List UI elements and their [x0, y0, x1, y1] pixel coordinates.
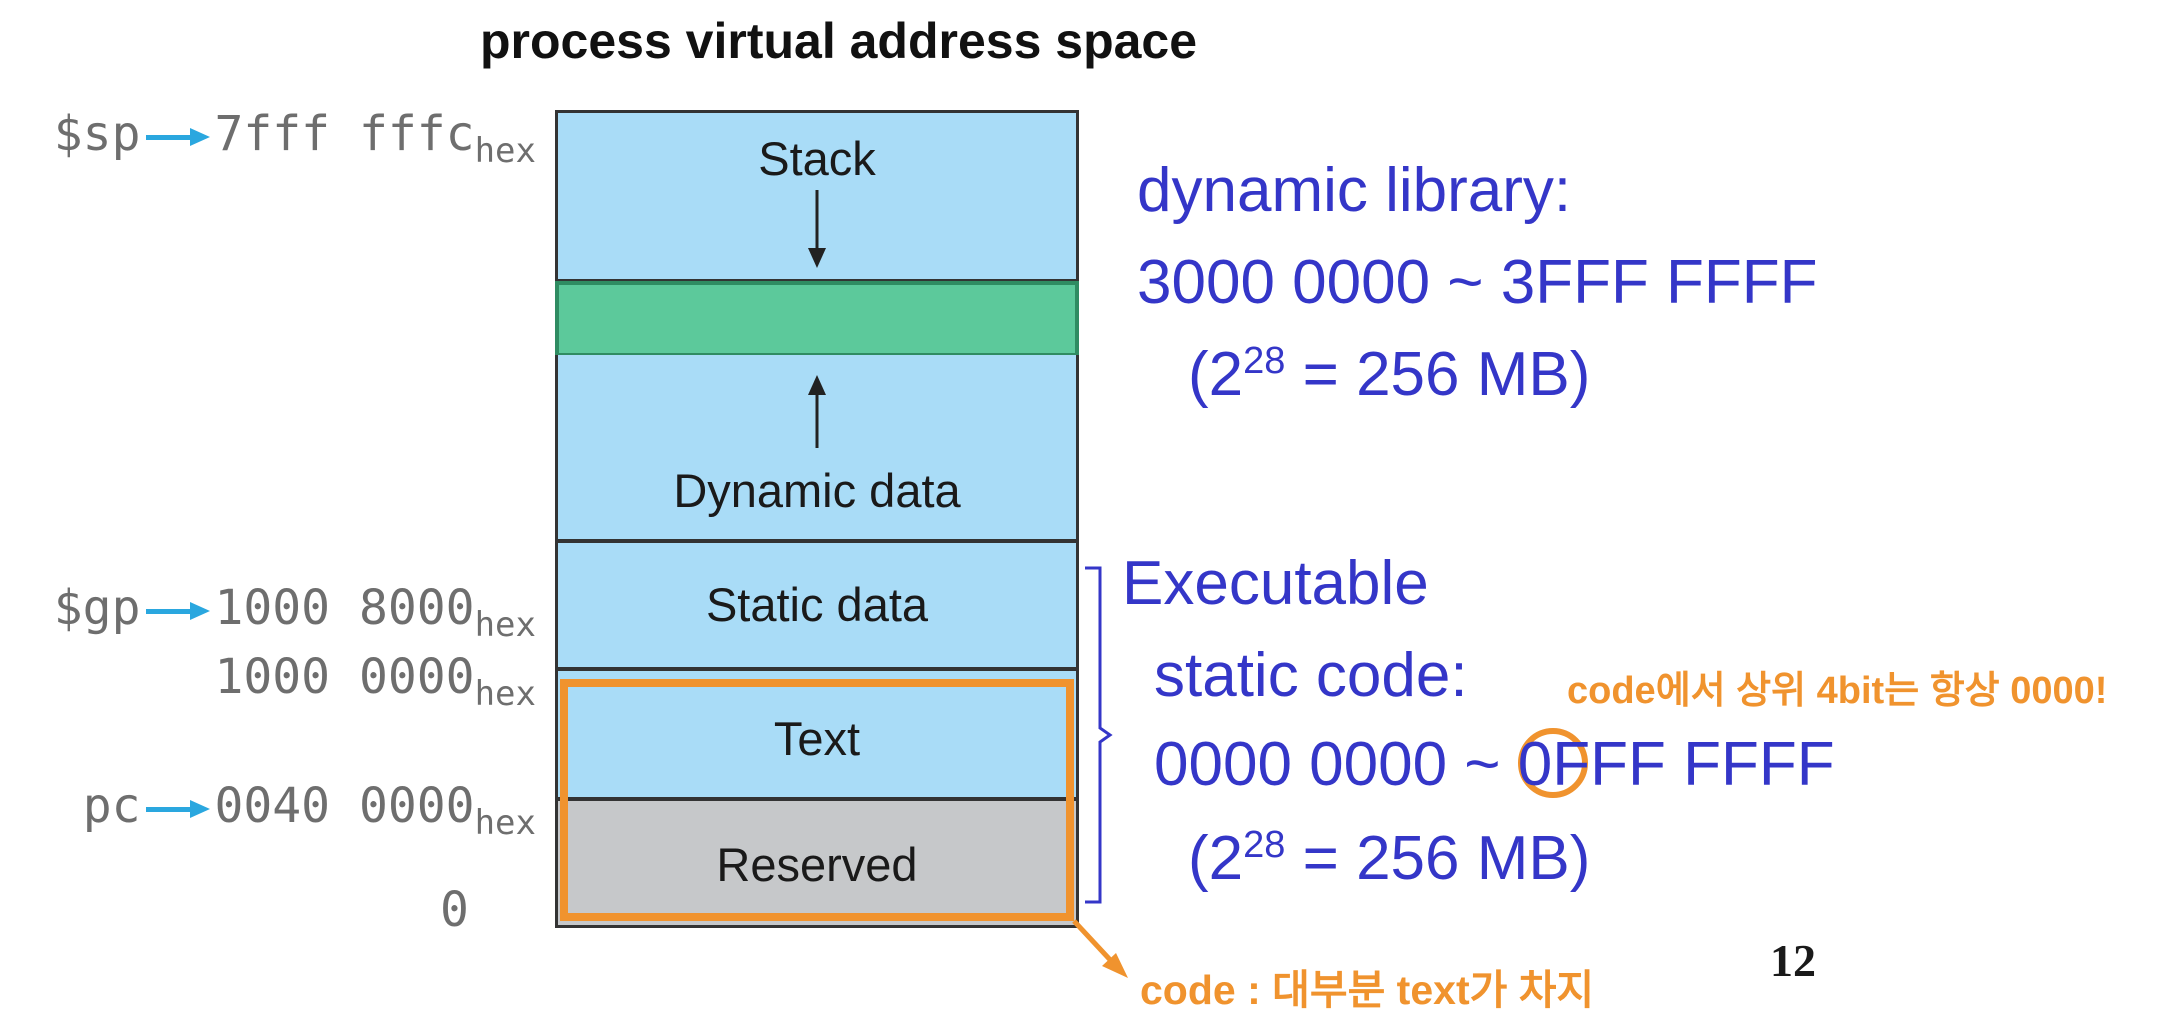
static-code-size-rest: = 256 MB) [1285, 824, 1591, 893]
sp-arrow-icon [146, 127, 211, 147]
static-start-address: 1000 0000hex [214, 653, 536, 711]
dynamic-library-size-base: (2 [1188, 340, 1244, 409]
dynamic-library-size-rest: = 256 MB) [1285, 340, 1591, 409]
static-code-size-exponent: 28 [1243, 824, 1286, 866]
sp-register-label: $sp [53, 106, 141, 162]
static-code-size-base: (2 [1188, 824, 1244, 893]
static-data-label: Static data [705, 578, 929, 631]
pc-address-suffix: hex [474, 803, 536, 843]
dynamic-library-size: (228 = 256 MB) [1188, 342, 1590, 406]
executable-brace [1085, 566, 1113, 904]
static-data-segment: Static data [555, 540, 1079, 670]
text-label: Text [773, 712, 861, 765]
stack-label: Stack [758, 132, 876, 185]
pc-arrow-icon [146, 799, 211, 819]
pc-register-label: pc [82, 778, 141, 834]
static-code-heading: static code: [1154, 641, 1468, 710]
free-gap-segment [555, 281, 1079, 357]
zero-address: 0 [440, 886, 469, 934]
reserved-label: Reserved [716, 838, 918, 891]
gp-address-value: 1000 8000 [214, 580, 475, 636]
diagram-title: process virtual address space [480, 13, 1198, 69]
gp-address-suffix: hex [474, 605, 536, 645]
static-code-range-circled-digit: 0 [1517, 730, 1553, 799]
static-start-address-value: 1000 0000 [214, 649, 475, 705]
code-callout-arrow [1072, 919, 1128, 978]
gp-arrow-icon [146, 601, 211, 621]
static-code-size: (228 = 256 MB) [1188, 826, 1590, 890]
dynamic-library-range: 3000 0000 ~ 3FFF FFFF [1137, 248, 1818, 317]
top-bits-note: code에서 상위 4bit는 항상 0000! [1567, 670, 2108, 712]
stack-segment: Stack [555, 110, 1079, 282]
page-number-text: 12 [1770, 935, 1816, 986]
static-code-range-end: FFF FFFF [1552, 730, 1835, 799]
gp-register-label: $gp [53, 580, 141, 636]
zero-address-value: 0 [440, 882, 469, 938]
sp-address-suffix: hex [474, 131, 536, 171]
dynamic-data-segment: Dynamic data [555, 355, 1079, 542]
static-start-address-suffix: hex [474, 674, 536, 714]
reserved-segment: Reserved [555, 798, 1079, 928]
dynamic-library-heading: dynamic library: [1137, 156, 1572, 225]
page-number: 12 [1770, 938, 1816, 984]
dynamic-data-label: Dynamic data [673, 464, 961, 517]
pc-address-value: 0040 0000 [214, 778, 475, 834]
static-code-range: 0000 0000 ~ 0FFF FFFF [1154, 734, 1835, 796]
sp-address-value: 7fff fffc [214, 106, 475, 162]
dynamic-library-size-exponent: 28 [1243, 340, 1286, 382]
executable-heading: Executable [1122, 549, 1429, 618]
static-code-range-start: 0000 0000 ~ [1154, 730, 1518, 799]
text-segment: Text [555, 668, 1079, 800]
code-callout-note: code : 대부분 text가 차지 [1140, 967, 1595, 1013]
